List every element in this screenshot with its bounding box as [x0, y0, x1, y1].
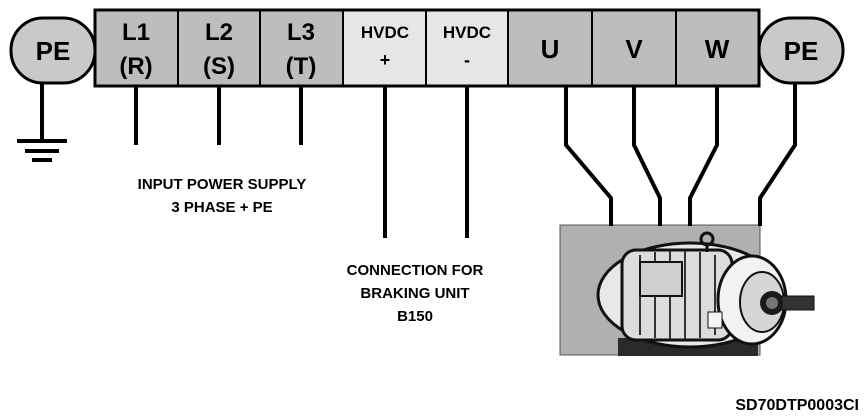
- drawing-code: SD70DTP0003CI: [735, 397, 859, 414]
- terminal-hvdc-plus-cell: [343, 10, 426, 86]
- terminal-u-label: U: [541, 34, 560, 64]
- input-supply-caption-line2: 3 PHASE + PE: [171, 199, 272, 216]
- terminal-v-label: V: [625, 34, 643, 64]
- terminal-pe-right: [757, 16, 845, 85]
- terminal-hvdc-minus-cell: [426, 10, 508, 86]
- terminal-l1-label: L1: [122, 19, 150, 46]
- braking-caption-line3: B150: [397, 308, 433, 325]
- braking-caption-line2: BRAKING UNIT: [360, 285, 469, 302]
- hvdc-wires: [383, 86, 469, 238]
- terminal-l3-sublabel: (T): [286, 53, 317, 80]
- terminal-pe-right-label: PE: [784, 36, 819, 66]
- terminal-w-label: W: [705, 34, 730, 64]
- terminal-hvdc-minus-sign: -: [464, 50, 470, 70]
- motor-icon: [559, 224, 815, 356]
- terminal-strip: [9, 8, 845, 88]
- terminal-l2-sublabel: (S): [203, 53, 235, 80]
- input-wires: [134, 86, 303, 145]
- terminal-l3-label: L3: [287, 19, 315, 46]
- terminal-hvdc-minus-label: HVDC: [443, 23, 491, 42]
- terminal-pe-left-label: PE: [36, 36, 71, 66]
- braking-caption-line1: CONNECTION FOR: [347, 262, 484, 279]
- output-wires: [564, 83, 797, 226]
- ground-icon: [17, 83, 67, 162]
- terminal-l1-sublabel: (R): [119, 53, 152, 80]
- terminal-hvdc-plus-sign: +: [380, 50, 391, 70]
- input-supply-caption-line1: INPUT POWER SUPPLY: [138, 176, 307, 193]
- terminal-hvdc-plus-label: HVDC: [361, 23, 409, 42]
- terminal-l2-label: L2: [205, 19, 233, 46]
